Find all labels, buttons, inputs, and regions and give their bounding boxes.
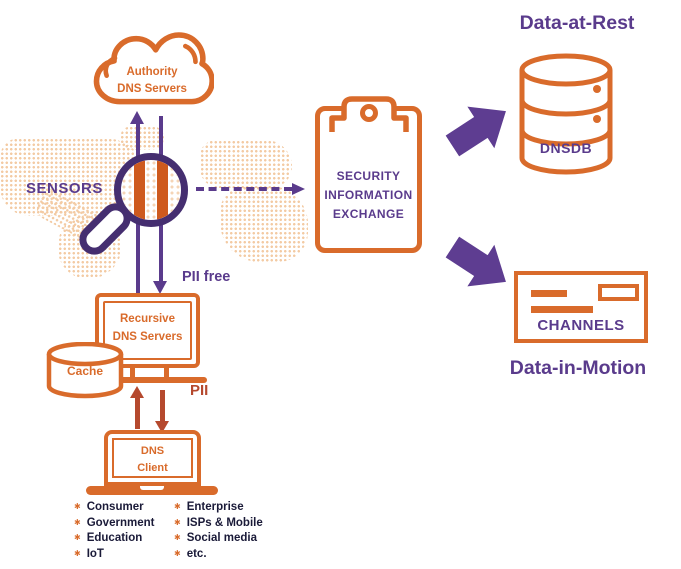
- magnified-flow-bar-left: [134, 160, 145, 220]
- monitor-base: [103, 377, 207, 383]
- asterisk-bullet-icon: ✱: [174, 517, 181, 527]
- list-item: ✱ Social media: [174, 532, 263, 544]
- pii-arrow-down-line: [160, 390, 165, 423]
- security-exchange-line2: INFORMATION: [324, 188, 413, 203]
- recursive-label-line2: DNS Servers: [112, 330, 183, 343]
- channels-label: CHANNELS: [537, 317, 625, 334]
- security-information-exchange-node: SECURITY INFORMATION EXCHANGE: [315, 96, 422, 253]
- list-item: ✱ Government: [74, 517, 154, 529]
- pii-arrow-up-line: [135, 396, 140, 429]
- security-exchange-line3: EXCHANGE: [332, 207, 405, 222]
- pii-label: PII: [190, 382, 209, 399]
- pii-arrow-up-icon: [130, 386, 144, 398]
- list-item-label: Government: [86, 516, 155, 529]
- recursive-label-line1: Recursive: [120, 313, 175, 325]
- asterisk-bullet-icon: ✱: [74, 533, 81, 542]
- list-item-label: etc.: [186, 547, 207, 560]
- envelope-line2-icon: [531, 306, 593, 313]
- client-list-right: ✱ Enterprise ✱ ISPs & Mobile ✱ Social media…: [174, 501, 263, 563]
- list-item: ✱ Education: [74, 532, 154, 544]
- list-item-label: Social media: [186, 532, 258, 544]
- data-at-rest-title: Data-at-Rest: [519, 12, 635, 34]
- asterisk-bullet-icon: ✱: [174, 502, 181, 511]
- map-blob-europe: [200, 140, 292, 188]
- lens-map-dots: [121, 160, 181, 220]
- laptop-screen-icon: [112, 438, 193, 478]
- monitor-leg-left: [130, 368, 135, 379]
- list-item-label: ISPs & Mobile: [186, 516, 263, 529]
- monitor-leg-right: [164, 368, 169, 379]
- dns-client-node: DNS Client: [104, 430, 201, 486]
- cloud-icon: [93, 32, 214, 105]
- authority-dns-cloud: Authority DNS Servers: [90, 24, 214, 120]
- dns-client-line2: Client: [137, 461, 168, 474]
- client-list-left: ✱ Consumer ✱ Government ✱ Education ✱ IoT: [74, 501, 154, 563]
- list-item: ✱ Enterprise: [174, 501, 263, 513]
- cloud-label: Authority DNS Servers: [90, 64, 214, 99]
- envelope-line1-icon: [531, 290, 567, 297]
- pii-free-label: PII free: [182, 269, 231, 285]
- magnifier-lens-icon: [114, 153, 188, 227]
- asterisk-bullet-icon: ✱: [74, 517, 81, 527]
- dashed-arrow-head-icon: [292, 182, 305, 195]
- list-item: ✱ ISPs & Mobile: [174, 517, 263, 529]
- list-item-label: Education: [86, 532, 143, 544]
- asterisk-bullet-icon: ✱: [74, 502, 81, 511]
- clipboard-clip-icon: [328, 96, 409, 132]
- security-exchange-label: SECURITY INFORMATION EXCHANGE: [320, 167, 417, 225]
- list-item: ✱ IoT: [74, 548, 154, 560]
- list-item-label: Consumer: [86, 501, 144, 513]
- block-arrow-to-dnsdb-icon: [445, 106, 506, 157]
- dashed-arrow-line: [196, 187, 292, 191]
- block-arrow-to-channels-icon: [445, 236, 506, 287]
- list-item: ✱ Consumer: [74, 501, 154, 513]
- cache-cylinder-icon: [46, 342, 124, 399]
- cloud-label-line2: DNS Servers: [117, 83, 187, 96]
- magnified-flow-bar-right: [157, 160, 168, 220]
- arrow-down-icon: [153, 281, 167, 294]
- asterisk-bullet-icon: ✱: [174, 548, 181, 558]
- cloud-label-line1: Authority: [126, 66, 178, 78]
- envelope-stamp-icon: [598, 284, 639, 301]
- laptop-notch-icon: [140, 486, 164, 490]
- cache-label: Cache: [66, 364, 104, 378]
- monitor-screen-icon: [103, 301, 192, 360]
- asterisk-bullet-icon: ✱: [174, 533, 181, 542]
- dnsdb-label: DNSDB: [539, 140, 593, 156]
- database-icon: [519, 53, 613, 175]
- map-blob-africa: [220, 186, 308, 262]
- list-item-label: Enterprise: [186, 501, 244, 513]
- map-blob-greenland: [120, 126, 164, 150]
- security-exchange-line1: SECURITY: [336, 169, 401, 183]
- list-item-label: IoT: [86, 547, 104, 560]
- laptop-base-icon: [86, 486, 218, 495]
- dns-client-line1: DNS: [140, 445, 165, 457]
- arrow-up-icon: [130, 111, 144, 124]
- list-item: ✱ etc.: [174, 548, 263, 560]
- data-in-motion-title: Data-in-Motion: [509, 357, 647, 379]
- sensors-label: SENSORS: [26, 180, 103, 197]
- asterisk-bullet-icon: ✱: [74, 548, 81, 558]
- channels-node: CHANNELS: [514, 271, 648, 343]
- recursive-servers-label: Recursive DNS Servers: [99, 311, 196, 347]
- dns-client-label: DNS Client: [108, 443, 197, 476]
